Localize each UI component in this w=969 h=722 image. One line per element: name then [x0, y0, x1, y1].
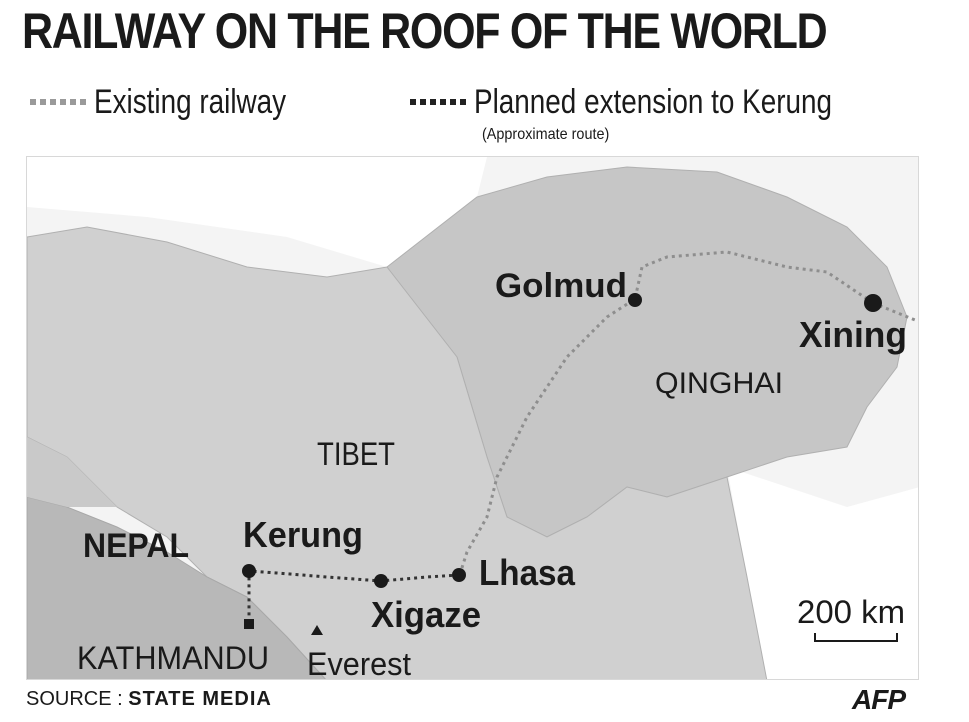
map-area: Golmud Xining QINGHAI TIBET NEPAL Kerung…	[26, 156, 919, 680]
qinghai-label: QINGHAI	[655, 367, 783, 400]
everest-marker	[311, 625, 323, 635]
existing-railway-line	[457, 250, 874, 578]
map-title: RAILWAY ON THE ROOF OF THE WORLD	[22, 3, 828, 59]
nepal-label: NEPAL	[83, 527, 189, 565]
kathmandu-marker	[244, 619, 254, 629]
scale-label: 200 km	[797, 594, 905, 630]
kathmandu-label: KATHMANDU	[77, 640, 269, 676]
afp-credit: AFP	[852, 684, 906, 715]
xigaze-label: Xigaze	[371, 594, 481, 635]
northwest-region	[27, 157, 487, 267]
east-region	[727, 467, 918, 679]
legend-existing-label: Existing railway	[94, 82, 287, 121]
xining-label: Xining	[799, 314, 907, 355]
map-svg: Golmud Xining QINGHAI TIBET NEPAL Kerung…	[27, 157, 918, 680]
legend-approximate-note: (Approximate route)	[482, 126, 610, 143]
scale-bar	[814, 633, 898, 642]
lhasa-label: Lhasa	[479, 552, 576, 593]
kerung-label: Kerung	[243, 514, 363, 555]
existing-railway-swatch	[30, 99, 86, 105]
kerung-dot	[242, 564, 256, 578]
legend-existing: Existing railway	[30, 82, 328, 122]
legend-planned-label: Planned extension to Kerung	[474, 82, 833, 121]
tibet-region	[27, 226, 768, 679]
tibet-label: TIBET	[317, 436, 395, 472]
golmud-dot	[628, 293, 642, 307]
legend-planned: Planned extension to Kerung	[410, 82, 911, 122]
nepal-region	[27, 496, 326, 679]
planned-extension-swatch	[410, 99, 466, 105]
southwest-region	[27, 437, 117, 507]
everest-label: Everest	[307, 646, 411, 680]
lhasa-dot	[452, 568, 466, 582]
golmud-label: Golmud	[495, 267, 627, 305]
source-line: SOURCE : STATE MEDIA	[26, 688, 272, 711]
source-label: SOURCE :	[26, 688, 129, 710]
xining-dot	[864, 294, 882, 312]
source-value: STATE MEDIA	[128, 688, 272, 710]
xigaze-dot	[374, 574, 388, 588]
